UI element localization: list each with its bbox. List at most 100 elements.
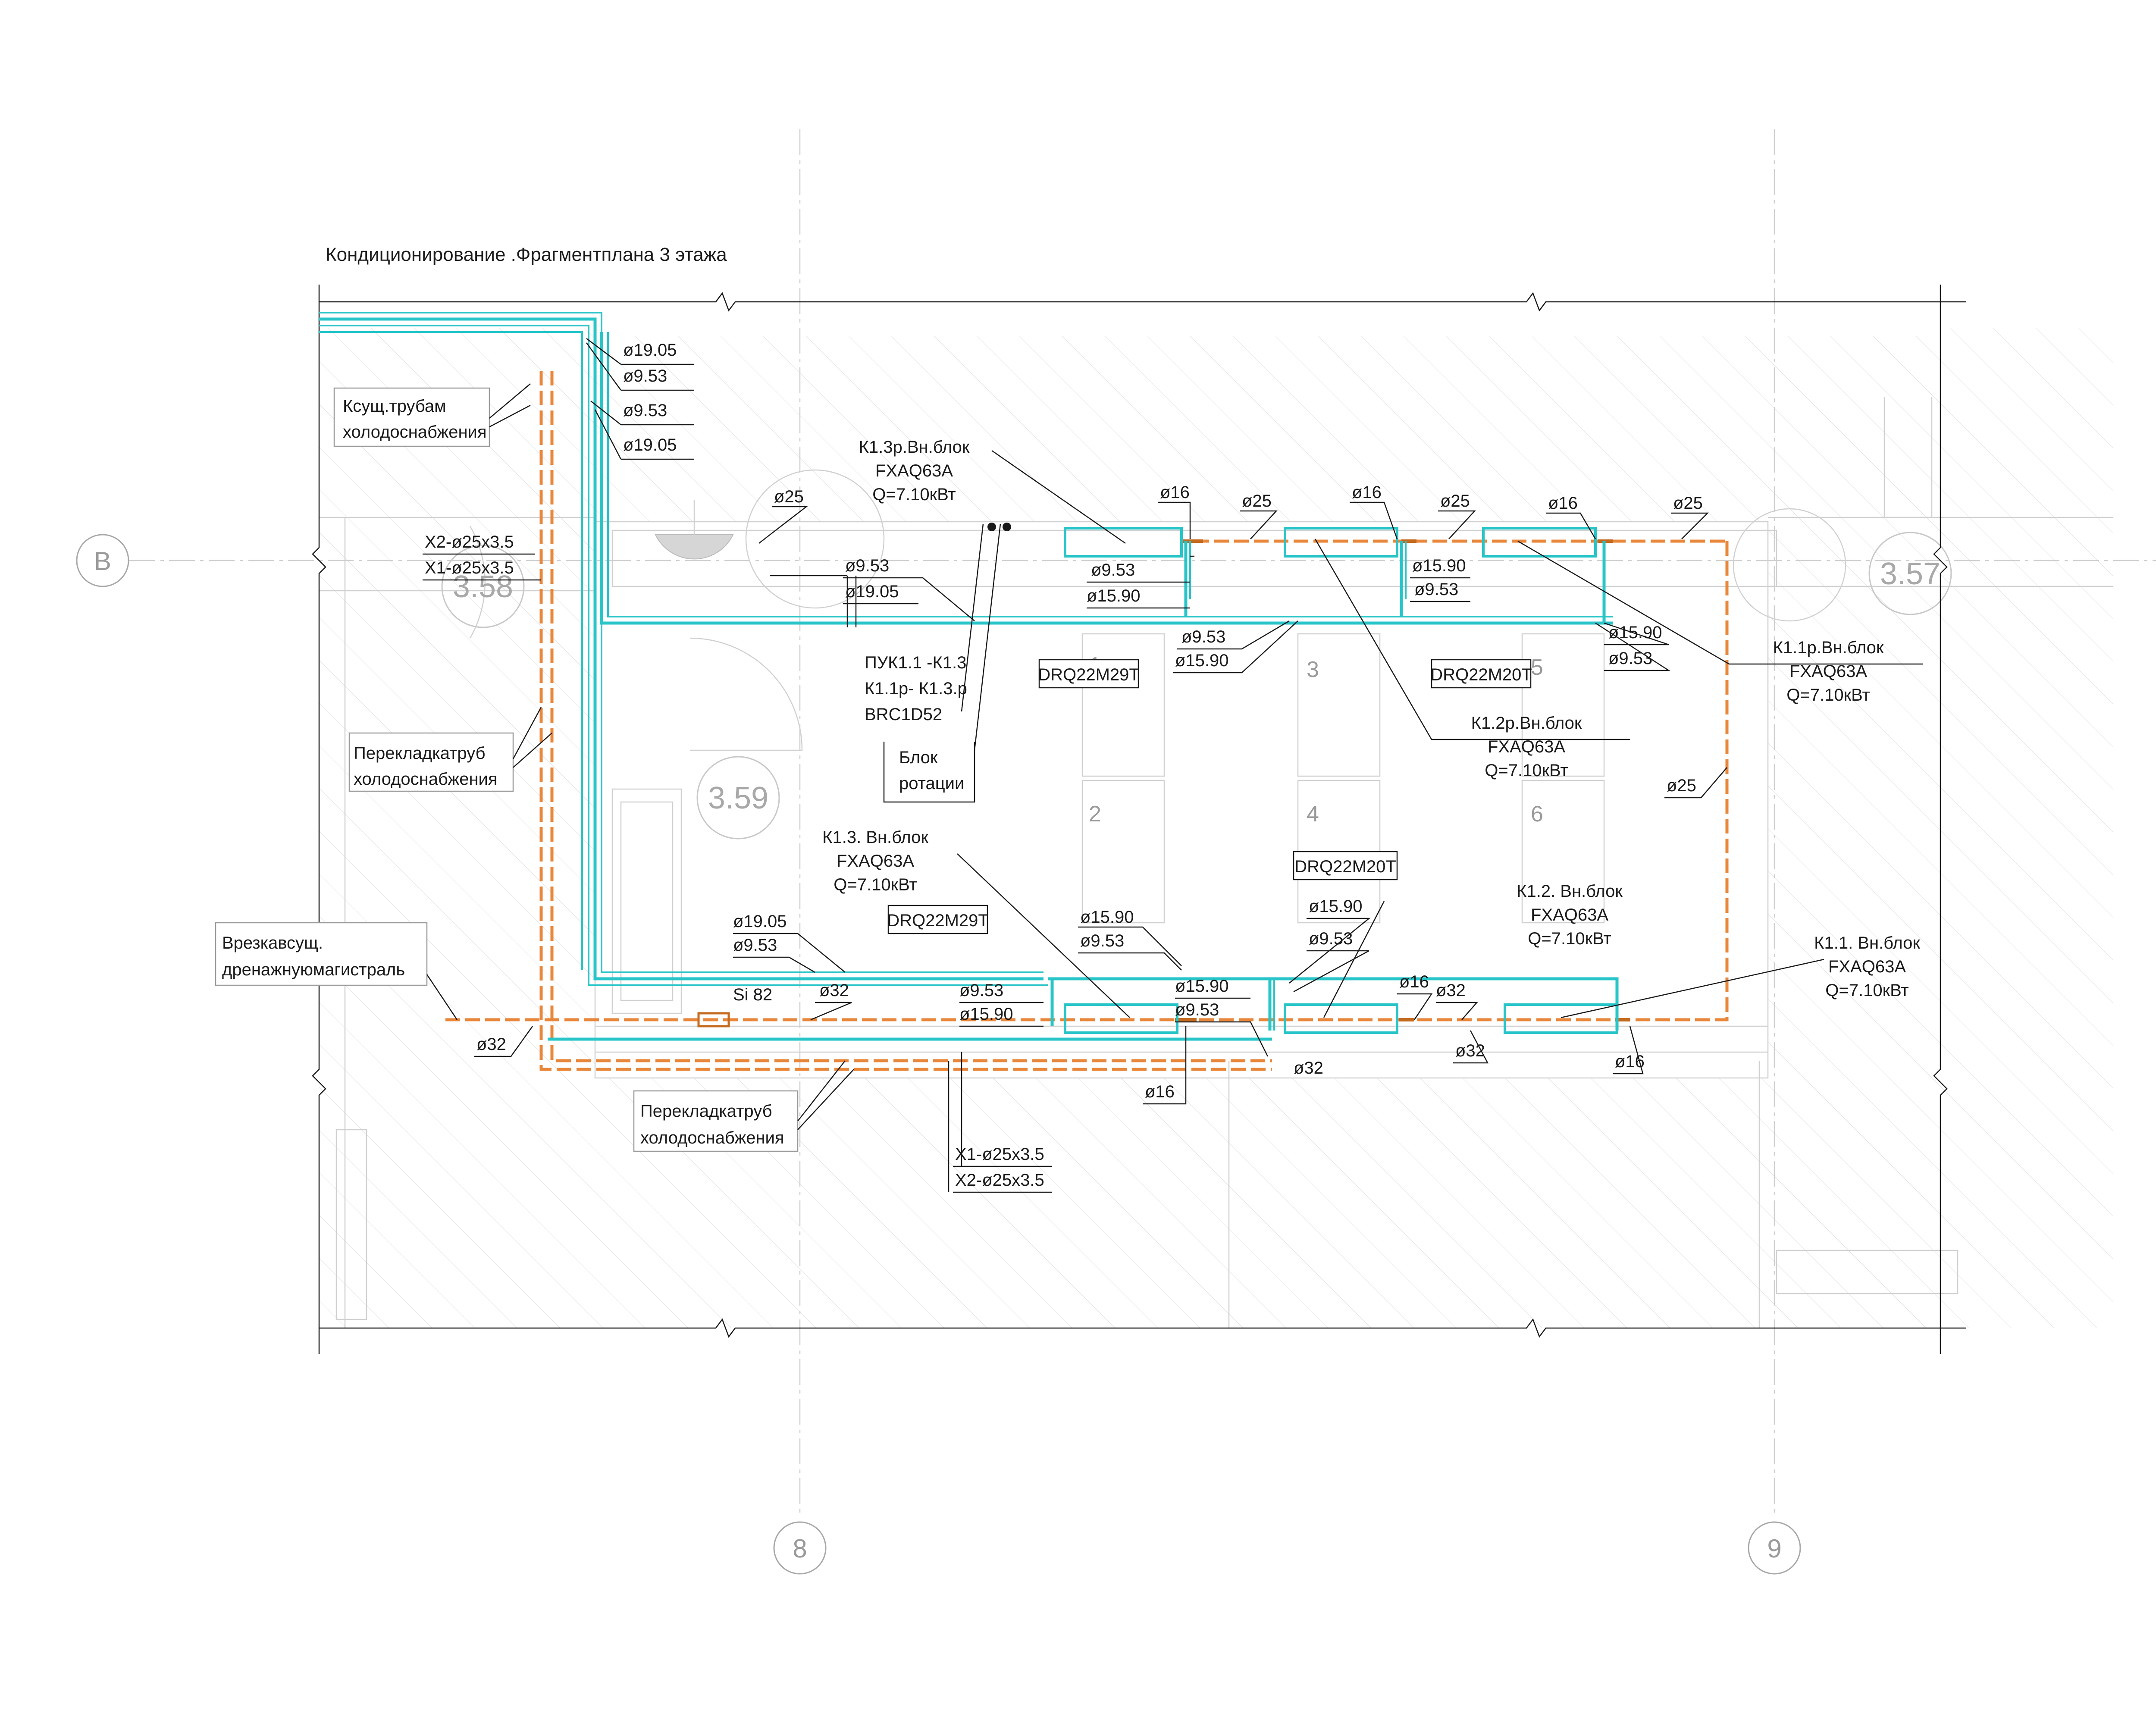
diameter-label: ø9.53: [1091, 561, 1135, 580]
refnet-label: DRQ22M29T: [1038, 665, 1140, 684]
seat-number: 6: [1531, 802, 1543, 827]
drainage-pipes: [444, 371, 1729, 1071]
leader-lines: [586, 338, 1923, 1018]
room-number: 3.59: [708, 781, 768, 815]
diameter-label: ø9.53: [1080, 931, 1124, 950]
unit-name: К1.3. Вн.блок: [822, 828, 928, 847]
diameter-label: ø32: [476, 1035, 506, 1054]
unit-model: FXAQ63A: [1488, 737, 1565, 756]
diameter-label: ø32: [819, 981, 849, 1000]
diameter-label: ø9.53: [733, 936, 777, 955]
diameter-label: ø15.90: [1309, 897, 1363, 916]
diameter-label: ø16: [1548, 494, 1578, 513]
unit-model: FXAQ63A: [875, 461, 953, 480]
hatched-walls: [319, 328, 2113, 1328]
unit-tag-k13: К1.3. Вн.блок FXAQ63A Q=7.10кВт: [822, 828, 928, 894]
indoor-units: [1064, 527, 1618, 1034]
note-reroute: холодоснабжения: [640, 1128, 784, 1147]
diameter-label: ø25: [1667, 776, 1696, 795]
note-tie-in: Врезкавсущ.: [222, 934, 323, 952]
control-line: К1.1р- К1.3.р: [865, 679, 967, 698]
note-reroute: Перекладкатруб: [354, 744, 486, 763]
note-control: ПУК1.1 -К1.3 К1.1р- К1.3.р BRC1D52: [865, 653, 967, 724]
note-rotation: ротации: [899, 774, 964, 793]
diameter-label: ø32: [1436, 981, 1466, 1000]
chilled-pipe-label: Х1-ø25х3.5: [425, 558, 514, 577]
note-reroute: холодоснабжения: [354, 770, 498, 789]
unit-power: Q=7.10кВт: [872, 485, 956, 504]
chilled-pipe-label: Х1-ø25х3.5: [955, 1145, 1044, 1164]
frame: [312, 285, 1966, 1354]
unit-name: К1.3р.Вн.блок: [859, 438, 970, 457]
unit-name: К1.2. Вн.блок: [1517, 882, 1623, 901]
unit-tag-k11: К1.1. Вн.блок FXAQ63A Q=7.10кВт: [1814, 934, 1920, 1000]
diameter-label: ø9.53: [1608, 649, 1652, 668]
note-rotation: Блок: [899, 748, 938, 767]
room-number: 3.57: [1880, 557, 1940, 591]
diameter-label: ø9.53: [1175, 1000, 1219, 1019]
diameter-label: ø9.53: [959, 981, 1003, 1000]
diameter-label: ø9.53: [623, 401, 667, 420]
si-label: Si 82: [733, 985, 772, 1004]
unit-tag-k12r: К1.2р.Вн.блок FXAQ63A Q=7.10кВт: [1471, 714, 1582, 780]
diameter-label: ø19.05: [733, 912, 787, 931]
axis-label-row: В: [94, 547, 111, 576]
diameter-label: ø16: [1160, 483, 1190, 502]
diameter-label: ø15.90: [1080, 908, 1134, 927]
diameter-label: ø25: [774, 487, 804, 506]
diameter-label: ø15.90: [1175, 977, 1229, 996]
seat-number: 3: [1307, 657, 1319, 682]
unit-power: Q=7.10кВт: [1786, 686, 1870, 705]
seat-number: 2: [1089, 802, 1101, 827]
unit-name: К1.1. Вн.блок: [1814, 934, 1920, 952]
diameter-label: ø9.53: [845, 556, 889, 575]
axis-label-col: 9: [1767, 1534, 1781, 1563]
diameter-label: ø16: [1352, 483, 1382, 502]
refnet-label: DRQ22M20T: [1294, 857, 1396, 876]
drawing-title: Кондиционирование .Фрагментплана 3 этажа: [326, 244, 727, 265]
diameter-label: ø25: [1242, 492, 1272, 511]
diameter-label: ø9.53: [1414, 580, 1458, 599]
note-existing-pipes: Ксущ.трубам: [343, 397, 446, 416]
seat-number: 4: [1307, 802, 1319, 827]
chilled-pipe-label: Х2-ø25х3.5: [425, 533, 514, 551]
diameter-label: ø15.90: [1412, 556, 1466, 575]
diameter-label: ø32: [1294, 1059, 1323, 1078]
note-tie-in: дренажнуюмагистраль: [222, 960, 405, 979]
refnet-label: DRQ22M29T: [887, 911, 989, 930]
diameter-label: ø9.53: [1181, 627, 1225, 646]
unit-tag-k11r: К1.1р.Вн.блок FXAQ63A Q=7.10кВт: [1773, 638, 1884, 705]
diameter-callouts: ø19.05 ø9.53 ø9.53 ø19.05 ø25 ø16 ø25 ø1…: [474, 341, 1727, 1105]
axis-label-col: 8: [793, 1534, 807, 1563]
desks: [1081, 633, 1605, 924]
control-line: BRC1D52: [865, 705, 942, 724]
unit-power: Q=7.10кВт: [1485, 761, 1568, 780]
unit-model: FXAQ63A: [837, 852, 914, 871]
unit-name: К1.2р.Вн.блок: [1471, 714, 1582, 733]
unit-name: К1.1р.Вн.блок: [1773, 638, 1884, 657]
diameter-label: ø9.53: [1309, 929, 1353, 948]
diameter-label: ø19.05: [623, 341, 677, 360]
diameter-label: ø15.90: [1175, 651, 1229, 670]
diameter-label: ø15.90: [959, 1005, 1013, 1024]
diameter-label: ø16: [1399, 972, 1429, 991]
unit-tag-k12: К1.2. Вн.блок FXAQ63A Q=7.10кВт: [1517, 882, 1623, 948]
room-number: 3.58: [453, 570, 513, 604]
diameter-label: ø25: [1673, 494, 1703, 513]
diameter-label: ø15.90: [1087, 586, 1141, 605]
grid-axes: [76, 129, 2156, 1575]
unit-model: FXAQ63A: [1531, 905, 1608, 924]
diameter-label: ø25: [1440, 492, 1470, 511]
diameter-label: ø19.05: [623, 435, 677, 454]
diameter-label: ø16: [1145, 1082, 1175, 1101]
unit-power: Q=7.10кВт: [1825, 981, 1909, 1000]
unit-power: Q=7.10кВт: [1528, 929, 1611, 948]
diameter-label: ø19.05: [845, 582, 899, 601]
unit-power: Q=7.10кВт: [834, 875, 917, 894]
chilled-pipe-label: Х2-ø25х3.5: [955, 1171, 1044, 1190]
diameter-label: ø9.53: [623, 367, 667, 385]
note-reroute: Перекладкатруб: [640, 1102, 772, 1121]
diameter-label: ø32: [1455, 1041, 1485, 1060]
control-line: ПУК1.1 -К1.3: [865, 653, 966, 672]
